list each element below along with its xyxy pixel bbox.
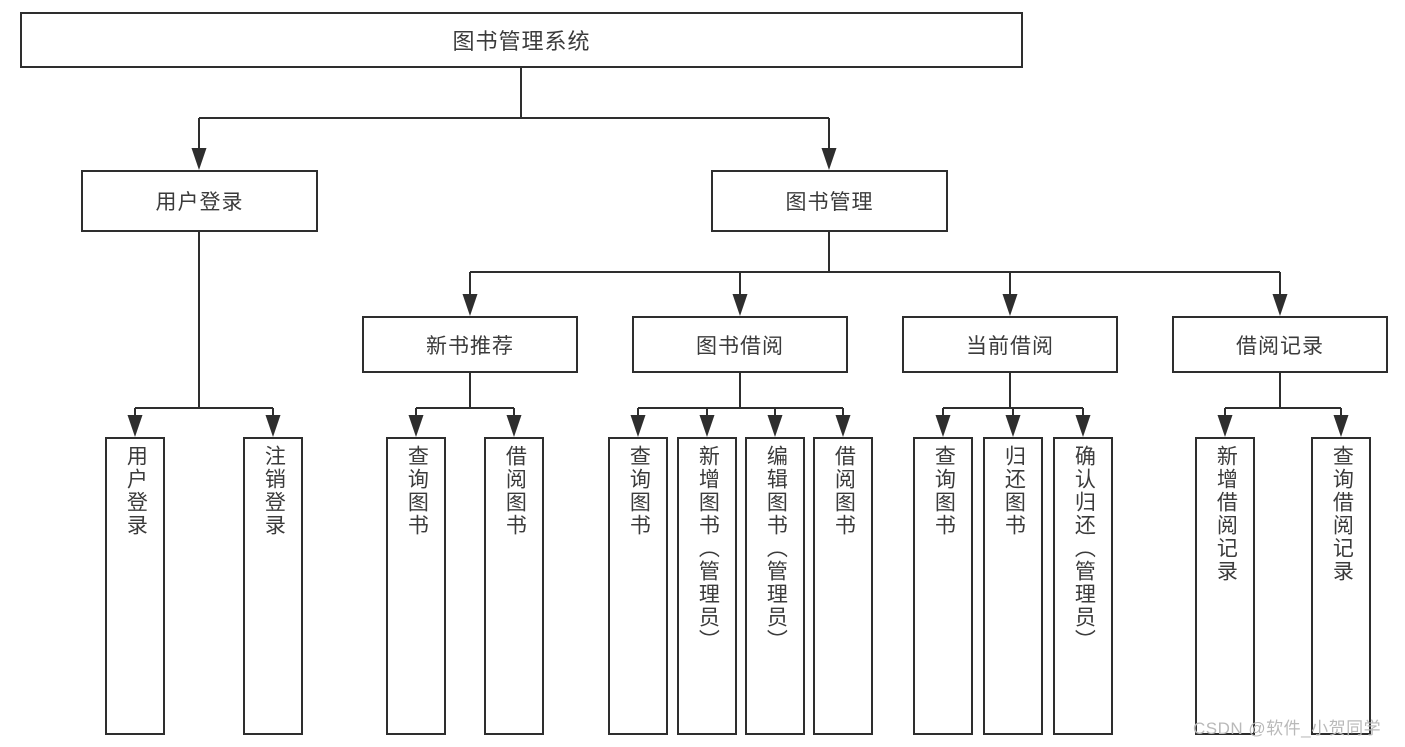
node-label: 借阅图书	[503, 445, 527, 537]
node-label: 图书管理	[785, 191, 874, 214]
node-borrow-record: 借阅记录	[1172, 316, 1388, 373]
node-label: 图书管理系统	[452, 29, 591, 54]
node-leaf-borrow-book-recommend: 借阅图书	[484, 437, 544, 735]
node-root: 图书管理系统	[20, 12, 1023, 68]
node-label: 借阅图书	[832, 445, 856, 537]
node-book-management: 图书管理	[711, 170, 948, 232]
node-current-borrow: 当前借阅	[902, 316, 1118, 373]
node-leaf-user-login: 用户登录	[105, 437, 165, 735]
node-label: 注销登录	[262, 445, 286, 537]
node-label: 归还图书	[1002, 445, 1026, 537]
node-leaf-query-book-current: 查询图书	[913, 437, 973, 735]
node-label: 图书借阅	[696, 334, 784, 358]
node-label: 查询借阅记录	[1330, 445, 1354, 583]
node-leaf-query-borrow-record: 查询借阅记录	[1311, 437, 1371, 735]
node-label: 查询图书	[932, 445, 956, 537]
node-leaf-query-book-borrow: 查询图书	[608, 437, 668, 735]
node-leaf-edit-book-admin: 编辑图书（管理员）	[745, 437, 805, 735]
node-user-login: 用户登录	[81, 170, 318, 232]
watermark: CSDN @软件_小贺同学	[1193, 719, 1382, 738]
node-label: 用户登录	[155, 191, 244, 214]
node-leaf-logout-login: 注销登录	[243, 437, 303, 735]
node-label: 用户登录	[124, 445, 148, 537]
node-label: 查询图书	[627, 445, 651, 537]
node-label: 当前借阅	[966, 334, 1054, 358]
node-label: 新增借阅记录	[1214, 445, 1238, 583]
node-leaf-borrow-book: 借阅图书	[813, 437, 873, 735]
node-leaf-query-book-recommend: 查询图书	[386, 437, 446, 735]
node-new-book-recommend: 新书推荐	[362, 316, 578, 373]
node-leaf-confirm-return-admin: 确认归还（管理员）	[1053, 437, 1113, 735]
node-leaf-return-book: 归还图书	[983, 437, 1043, 735]
node-label: 查询图书	[405, 445, 429, 537]
node-label: 新书推荐	[426, 334, 514, 358]
node-label: 编辑图书（管理员）	[764, 445, 788, 652]
node-label: 确认归还（管理员）	[1072, 445, 1096, 652]
node-book-borrow: 图书借阅	[632, 316, 848, 373]
node-leaf-add-book-admin: 新增图书（管理员）	[677, 437, 737, 735]
node-leaf-add-borrow-record: 新增借阅记录	[1195, 437, 1255, 735]
node-label: 新增图书（管理员）	[696, 445, 720, 652]
node-label: 借阅记录	[1236, 334, 1324, 358]
